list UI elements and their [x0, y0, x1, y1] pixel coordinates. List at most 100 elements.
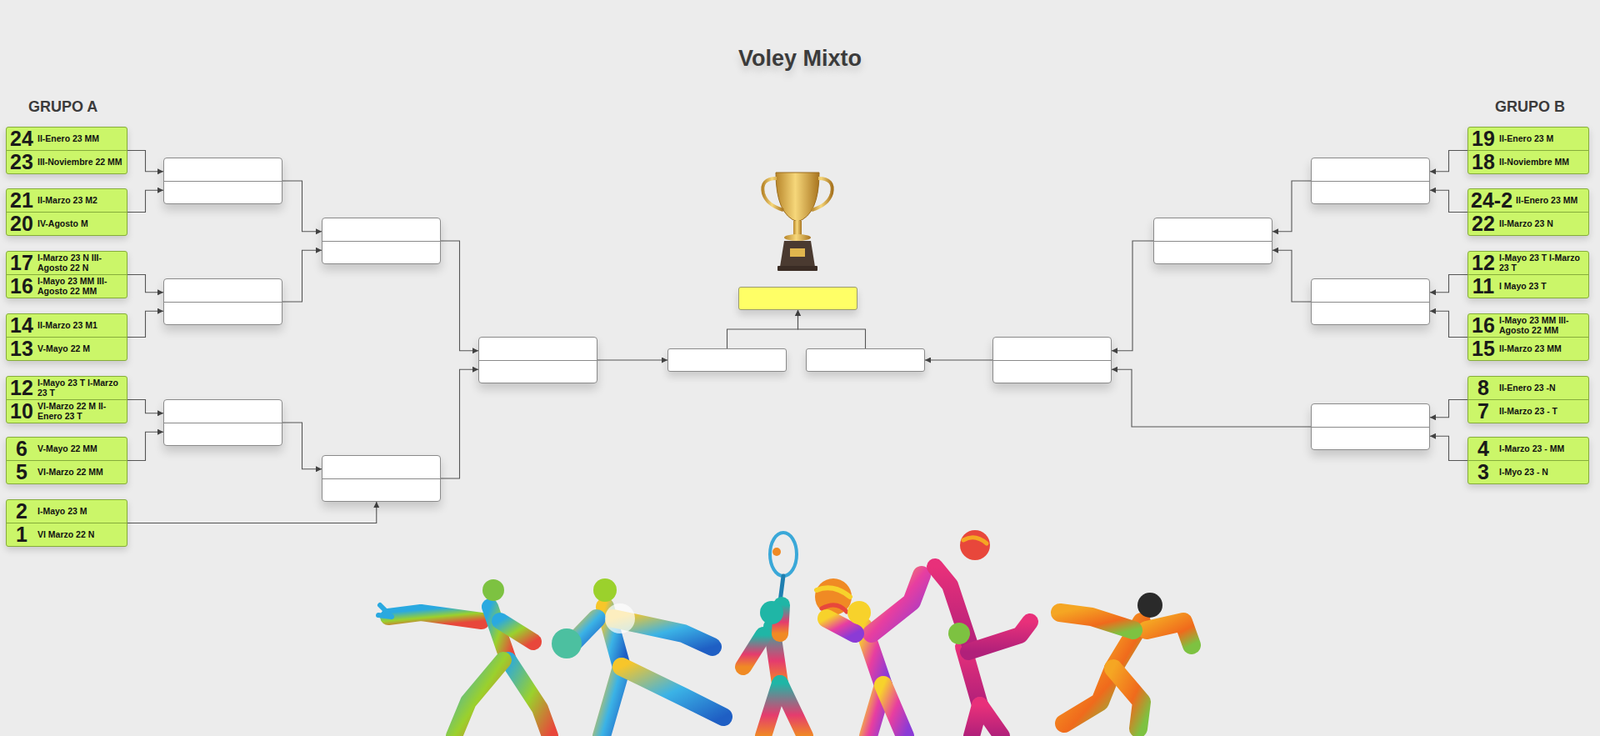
slot-divider — [164, 180, 282, 182]
team-name: V-Mayo 22 M — [37, 344, 124, 355]
seed-number: 20 — [9, 213, 38, 235]
team-row: 12I-Mayo 23 T I-Marzo 23 T — [6, 376, 127, 400]
team-name: I-Mayo 23 T I-Marzo 23 T — [1499, 253, 1585, 274]
team-name: I-Marzo 23 - MM — [1499, 444, 1585, 455]
seed-number: 4 — [1470, 438, 1500, 460]
seed-number: 15 — [1470, 338, 1500, 360]
team-row: 16I-Mayo 23 MM III-Agosto 22 MM — [1468, 314, 1589, 337]
team-row: 24II-Enero 23 MM — [6, 127, 127, 150]
team-row: 23III-Noviembre 22 MM — [6, 150, 127, 174]
team-pair-box: 17I-Marzo 23 N III-Agosto 22 N16I-Mayo 2… — [5, 250, 128, 299]
seed-number: 5 — [9, 461, 38, 483]
bracket-connector — [282, 180, 322, 232]
team-row: 18II-Noviembre MM — [1468, 150, 1589, 174]
seed-number: 1 — [9, 524, 38, 545]
seed-number: 3 — [1470, 461, 1500, 483]
slot-divider — [322, 240, 440, 242]
seed-number: 16 — [1470, 315, 1500, 336]
match-box — [163, 157, 283, 205]
final-slot — [805, 348, 925, 372]
match-box — [321, 217, 441, 265]
seed-number: 19 — [1470, 128, 1500, 150]
slot-divider — [993, 360, 1111, 361]
match-box — [478, 336, 598, 384]
bracket-connector — [1111, 369, 1311, 427]
seed-number: 11 — [1470, 275, 1500, 297]
team-name: II-Enero 23 MM — [37, 134, 124, 145]
team-row: 8II-Enero 23 -N — [1468, 376, 1589, 400]
seed-number: 17 — [9, 252, 38, 274]
seed-number: 24 — [9, 128, 38, 150]
team-pair-box: 16I-Mayo 23 MM III-Agosto 22 MM15II-Marz… — [1467, 313, 1590, 361]
team-row: 14II-Marzo 23 M1 — [6, 314, 127, 337]
bracket-connector — [1430, 150, 1468, 172]
bracket-connector — [440, 369, 479, 479]
team-row: 15II-Marzo 23 MM — [1468, 336, 1589, 360]
seed-number: 13 — [9, 338, 38, 360]
slot-divider — [1311, 426, 1430, 428]
team-pair-box: 12I-Mayo 23 T I-Marzo 23 T10VI-Marzo 22 … — [5, 375, 128, 424]
bracket-connector — [127, 190, 164, 212]
bracket-connector — [1430, 310, 1468, 337]
team-name: II-Marzo 23 N — [1499, 219, 1585, 230]
team-pair-box: 21II-Marzo 23 M220IV-Agosto M — [5, 188, 128, 236]
team-name: II-Marzo 23 - T — [1499, 406, 1585, 417]
match-box — [163, 278, 283, 325]
team-name: I Mayo 23 T — [1499, 281, 1585, 292]
team-pair-box: 6V-Mayo 22 MM5VI-Marzo 22 MM — [5, 436, 128, 485]
team-row: 19II-Enero 23 M — [1468, 127, 1589, 150]
bracket-connector — [1430, 275, 1468, 293]
team-row: 6V-Mayo 22 MM — [6, 437, 127, 460]
team-name: IV-Agosto M — [37, 219, 124, 230]
bracket-connector — [1430, 190, 1468, 212]
team-pair-box: 19II-Enero 23 M18II-Noviembre MM — [1467, 126, 1590, 175]
slot-divider — [164, 422, 282, 424]
bracket-connector — [282, 250, 322, 302]
team-name: I-Myo 23 - N — [1499, 467, 1585, 478]
athlete-silhouettes — [378, 530, 1192, 736]
diagram-title: Voley Mixto — [0, 45, 1600, 72]
team-row: 24-2II-Enero 23 MM — [1468, 189, 1589, 212]
slot-divider — [1154, 240, 1272, 242]
bracket-connector — [127, 400, 164, 414]
team-row: 21II-Marzo 23 M2 — [6, 189, 127, 212]
team-name: III-Noviembre 22 MM — [37, 157, 124, 168]
bracket-connector — [727, 310, 799, 349]
group-label: GRUPO A — [28, 98, 98, 116]
slot-divider — [479, 360, 597, 361]
match-box — [321, 455, 441, 502]
seed-number: 12 — [1470, 252, 1500, 274]
team-pair-box: 2I-Mayo 23 M1VI Marzo 22 N — [5, 499, 128, 547]
slot-divider — [322, 478, 440, 480]
team-name: I-Marzo 23 N III-Agosto 22 N — [37, 253, 124, 274]
team-name: II-Enero 23 MM — [1515, 195, 1585, 206]
bracket-connector — [1272, 180, 1311, 232]
seed-number: 10 — [9, 400, 38, 422]
team-name: II-Marzo 23 M2 — [37, 195, 124, 206]
slot-divider — [1311, 301, 1430, 303]
match-box — [1310, 403, 1430, 450]
trophy — [762, 172, 832, 271]
seed-number: 21 — [9, 190, 38, 211]
team-name: II-Marzo 23 MM — [1499, 344, 1585, 355]
seed-number: 23 — [9, 151, 38, 173]
team-row: 13V-Mayo 22 M — [6, 336, 127, 360]
team-row: 16I-Mayo 23 MM III-Agosto 22 MM — [6, 274, 127, 298]
team-name: I-Mayo 23 T I-Marzo 23 T — [37, 378, 124, 399]
team-row: 2I-Mayo 23 M — [6, 500, 127, 523]
team-name: II-Marzo 23 M1 — [37, 320, 124, 331]
group-label: GRUPO B — [1495, 98, 1565, 116]
bracket-connector — [798, 310, 866, 349]
bracket-connector — [1430, 400, 1468, 418]
team-row: 11I Mayo 23 T — [1468, 274, 1589, 298]
seed-number: 12 — [9, 377, 38, 399]
team-name: V-Mayo 22 MM — [37, 444, 124, 455]
team-row: 5VI-Marzo 22 MM — [6, 460, 127, 484]
seed-number: 6 — [9, 438, 38, 460]
team-pair-box: 24-2II-Enero 23 MM22II-Marzo 23 N — [1467, 188, 1590, 236]
team-row: 3I-Myo 23 - N — [1468, 460, 1589, 484]
seed-number: 2 — [9, 500, 38, 522]
team-name: VI Marzo 22 N — [37, 530, 124, 540]
